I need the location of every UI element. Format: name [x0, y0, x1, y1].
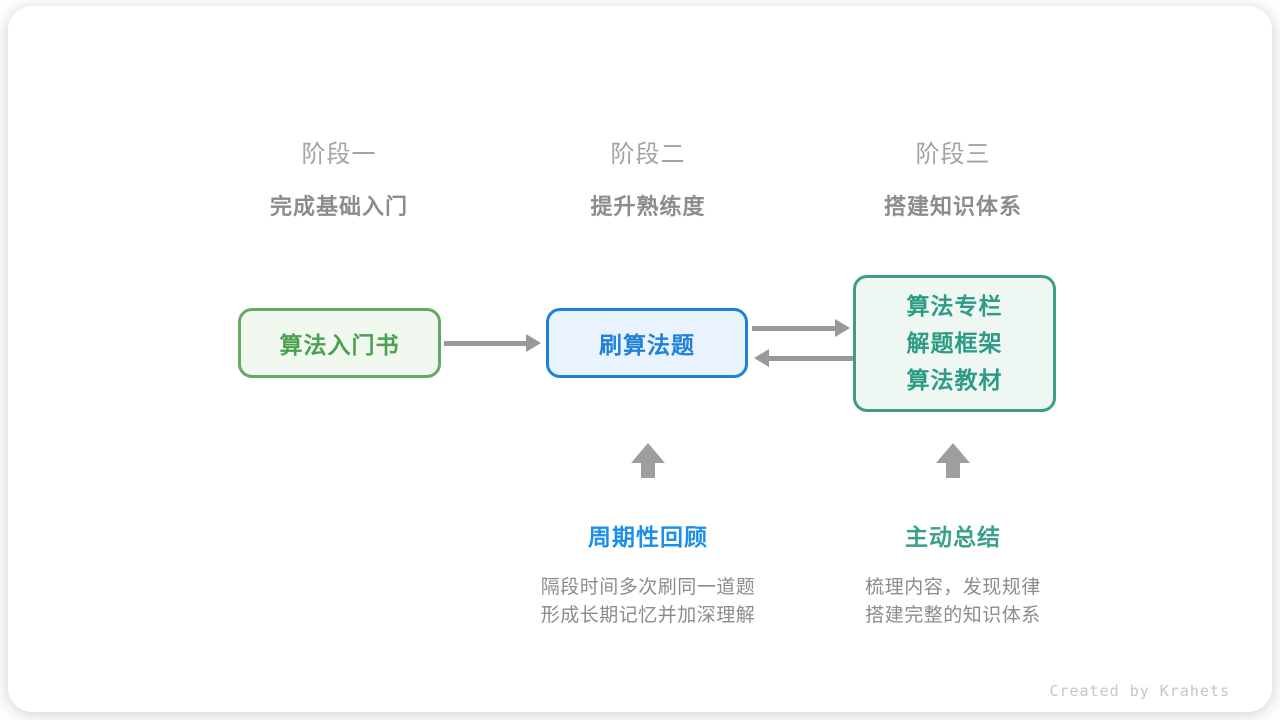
annotation-periodic-review: 周期性回顾 隔段时间多次刷同一道题 形成长期记忆并加深理解 — [478, 518, 818, 630]
arrow-head-up-icon — [631, 443, 665, 463]
stage-3-subtitle: 搭建知识体系 — [883, 194, 1022, 219]
node-knowledge-line-1: 算法专栏 — [906, 293, 1003, 319]
arrow-head-left-icon — [754, 349, 769, 367]
arrow-stem — [946, 463, 960, 478]
node-intro-book: 算法入门书 — [238, 308, 441, 378]
annotation-active-summary-desc: 梳理内容，发现规律 搭建完整的知识体系 — [783, 574, 1123, 630]
node-practice-problems-label: 刷算法题 — [599, 332, 695, 358]
arrow-stem — [752, 326, 837, 331]
watermark-credit: Created by Krahets — [1049, 682, 1230, 700]
node-practice-problems: 刷算法题 — [546, 308, 748, 378]
annotation-desc-line: 形成长期记忆并加深理解 — [540, 605, 756, 626]
node-intro-book-label: 算法入门书 — [279, 332, 400, 358]
stage-1-subtitle: 完成基础入门 — [269, 194, 408, 219]
arrow-head-up-icon — [936, 443, 970, 463]
arrow-right-icon — [444, 334, 541, 352]
annotation-desc-line: 梳理内容，发现规律 — [865, 577, 1041, 598]
diagram-card: 阶段一 完成基础入门 阶段二 提升熟练度 阶段三 搭建知识体系 算法入门书 刷算… — [8, 6, 1272, 712]
arrow-right-icon — [752, 319, 850, 337]
arrow-stem — [767, 356, 853, 361]
arrow-up-icon — [936, 443, 970, 478]
annotation-desc-line: 搭建完整的知识体系 — [865, 605, 1041, 626]
node-knowledge-line-2: 解题框架 — [906, 330, 1003, 356]
arrow-stem — [444, 341, 528, 346]
annotation-periodic-review-desc: 隔段时间多次刷同一道题 形成长期记忆并加深理解 — [478, 574, 818, 630]
annotation-desc-line: 隔段时间多次刷同一道题 — [540, 577, 756, 598]
arrow-head-right-icon — [526, 334, 541, 352]
stage-3-label: 阶段三 — [915, 141, 991, 168]
stage-1-header: 阶段一 完成基础入门 — [179, 134, 499, 221]
stage-2-header: 阶段二 提升熟练度 — [488, 134, 808, 221]
arrow-left-icon — [754, 349, 853, 367]
stage-2-subtitle: 提升熟练度 — [590, 194, 706, 219]
annotation-active-summary: 主动总结 梳理内容，发现规律 搭建完整的知识体系 — [783, 518, 1123, 630]
arrow-up-icon — [631, 443, 665, 478]
node-knowledge-line-3: 算法教材 — [906, 367, 1003, 393]
stage-2-label: 阶段二 — [610, 141, 686, 168]
annotation-active-summary-title: 主动总结 — [905, 524, 1001, 550]
stage-1-label: 阶段一 — [301, 141, 377, 168]
stage-3-header: 阶段三 搭建知识体系 — [793, 134, 1113, 221]
arrow-stem — [641, 463, 655, 478]
node-knowledge-sources: 算法专栏 解题框架 算法教材 — [853, 275, 1056, 412]
annotation-periodic-review-title: 周期性回顾 — [588, 524, 708, 550]
arrow-head-right-icon — [835, 319, 850, 337]
